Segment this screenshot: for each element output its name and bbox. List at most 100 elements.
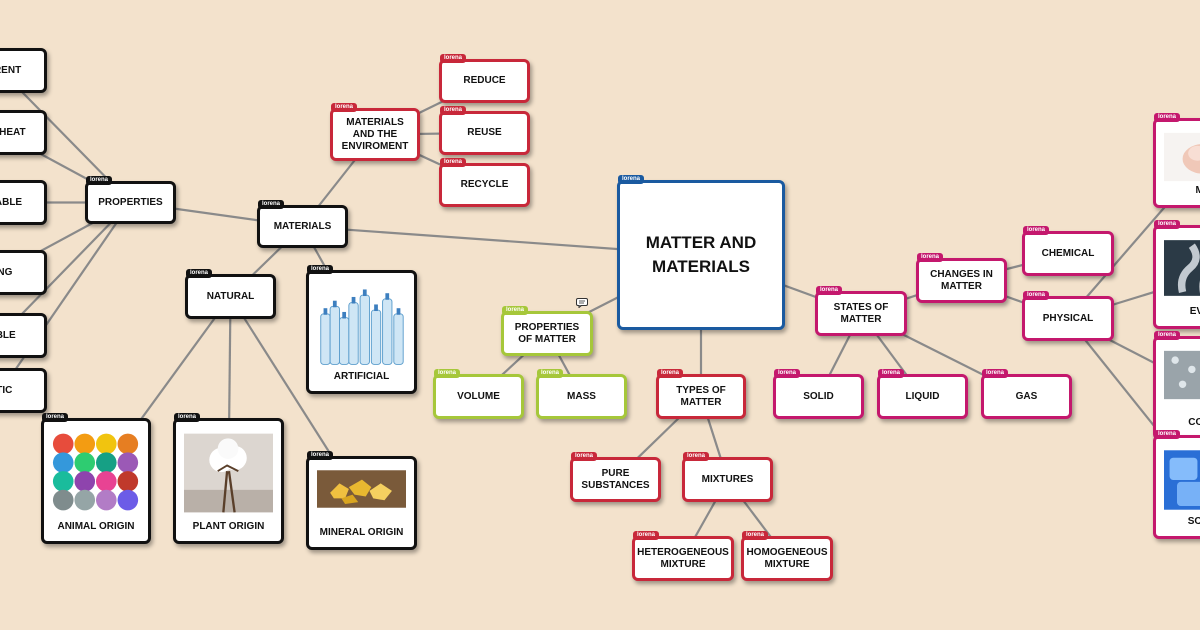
author-tag: lorena bbox=[440, 158, 467, 167]
node-label: MATERIALS bbox=[273, 220, 332, 232]
ice-image bbox=[1164, 448, 1200, 512]
author-tag: lorena bbox=[440, 54, 467, 63]
author-tag: lorena bbox=[440, 106, 467, 115]
node-label: GAS bbox=[1015, 390, 1038, 402]
comment-icon[interactable] bbox=[576, 298, 588, 308]
node-label: MIXTURES bbox=[701, 473, 754, 485]
node-label: ARTIFICIAL bbox=[333, 371, 390, 382]
node-flexible[interactable]: lorenaXIBLE bbox=[0, 313, 47, 358]
node-label: PROPERTIES OF MATTER bbox=[514, 321, 580, 345]
node-label: CHANGES IN MATTER bbox=[930, 268, 993, 292]
node-label: MASS bbox=[567, 390, 596, 402]
author-tag: lorena bbox=[258, 200, 285, 209]
author-tag: lorena bbox=[1023, 291, 1050, 300]
author-tag: lorena bbox=[502, 306, 529, 315]
author-tag: lorena bbox=[1154, 331, 1181, 340]
node-conducts[interactable]: lorenaCTS HEAT bbox=[0, 110, 47, 155]
node-label: MINERAL ORIGIN bbox=[319, 527, 404, 538]
bottles-image bbox=[317, 283, 406, 369]
node-strong[interactable]: lorenaONG bbox=[0, 250, 47, 295]
node-label: PURE SUBSTANCES bbox=[581, 467, 650, 491]
node-label: HETEROGENEOUS MIXTURE bbox=[637, 546, 729, 570]
node-label: CHEMICAL bbox=[1041, 247, 1095, 259]
node-plastic[interactable]: lorenaSTIC bbox=[0, 368, 47, 413]
node-label: PHYSICAL bbox=[1042, 312, 1094, 324]
author-tag: lorena bbox=[633, 531, 660, 540]
author-tag: lorena bbox=[307, 265, 334, 274]
author-tag: lorena bbox=[1154, 430, 1181, 439]
node-cond[interactable]: lorenaCOND bbox=[1153, 331, 1200, 440]
author-tag: lorena bbox=[774, 369, 801, 378]
node-evap[interactable]: lorenaEVAP bbox=[1153, 220, 1200, 329]
author-tag: lorena bbox=[982, 369, 1009, 378]
node-label: NATURAL bbox=[206, 290, 255, 302]
node-label: STATES OF MATTER bbox=[833, 301, 889, 325]
node-label: CTS HEAT bbox=[0, 126, 26, 138]
node-label: PROPERTIES bbox=[98, 196, 163, 208]
node-label: REUSE bbox=[467, 127, 502, 138]
connector-properties-plastic bbox=[0, 201, 132, 392]
author-tag: lorena bbox=[186, 269, 213, 278]
node-transparent[interactable]: lorenaPARENT bbox=[0, 48, 47, 93]
author-tag: lorena bbox=[1154, 113, 1181, 122]
author-tag: lorena bbox=[816, 286, 843, 295]
author-tag: lorena bbox=[571, 452, 598, 461]
author-tag: lorena bbox=[42, 413, 69, 422]
author-tag: lorena bbox=[86, 176, 113, 185]
node-permeable[interactable]: lorenaMEABLE bbox=[0, 180, 47, 225]
drops-image bbox=[1164, 349, 1200, 401]
author-tag: lorena bbox=[742, 531, 769, 540]
node-label: PLANT ORIGIN bbox=[192, 521, 265, 532]
node-label: MATERIALS AND THE ENVIROMENT bbox=[341, 116, 409, 152]
author-tag: lorena bbox=[174, 413, 201, 422]
node-label: SOLID bbox=[1187, 516, 1200, 527]
yarn-image bbox=[52, 431, 140, 513]
author-tag: lorena bbox=[307, 451, 334, 460]
cotton-image bbox=[184, 431, 273, 515]
author-tag: lorena bbox=[878, 369, 905, 378]
node-label: VOLUME bbox=[457, 390, 500, 402]
gold-image bbox=[317, 469, 406, 509]
author-tag: lorena bbox=[683, 452, 710, 461]
author-tag: lorena bbox=[618, 175, 645, 184]
node-label: SOLID bbox=[803, 390, 834, 402]
author-tag: lorena bbox=[1154, 220, 1181, 229]
author-tag: lorena bbox=[917, 253, 944, 262]
node-label: PARENT bbox=[0, 64, 22, 76]
steam-image bbox=[1164, 238, 1200, 298]
node-melting[interactable]: lorenaME bbox=[1153, 113, 1200, 208]
node-label: ONG bbox=[0, 266, 13, 278]
node-label: XIBLE bbox=[0, 329, 16, 341]
node-label: ME bbox=[1195, 185, 1200, 196]
author-tag: lorena bbox=[434, 369, 461, 378]
